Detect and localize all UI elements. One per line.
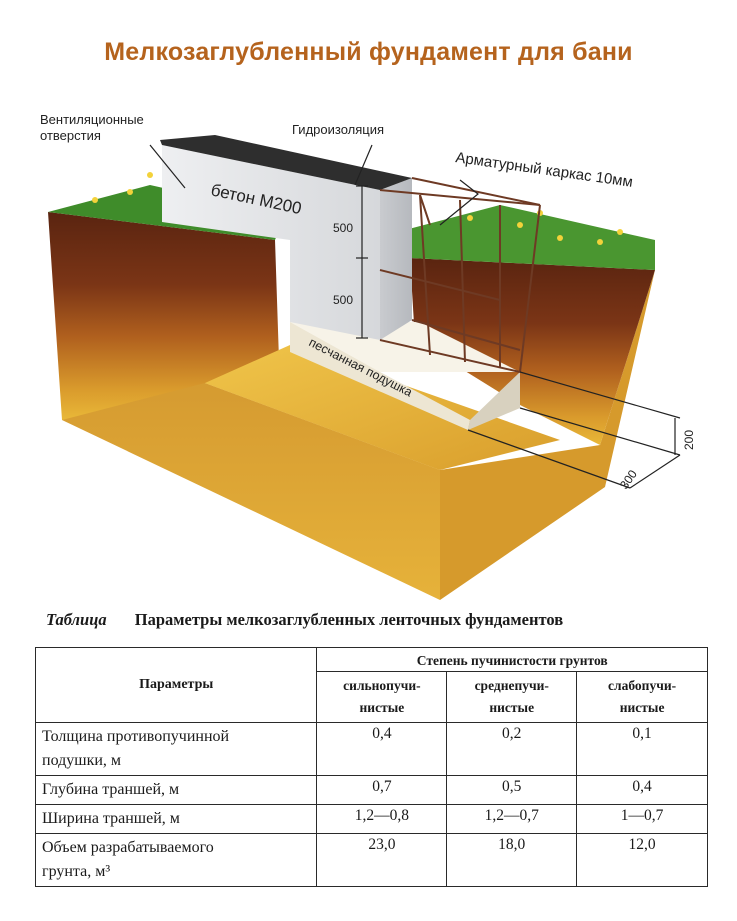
page-title: Мелкозаглубленный фундамент для бани	[104, 38, 633, 66]
rebar-label: Арматурный каркас 10мм	[454, 149, 633, 191]
table-caption-label: Таблица	[46, 610, 107, 629]
soil-wall-right	[410, 258, 655, 445]
concrete-side	[380, 178, 412, 340]
rebar-cage	[379, 177, 541, 373]
cell-value: 0,1	[576, 722, 708, 776]
table-row: Глубина траншей, м 0,7 0,5 0,4	[34, 775, 708, 805]
table-header-row: Параметры Степень пучинистости грунтов	[34, 647, 708, 723]
cell-value: 0,2	[446, 722, 578, 776]
dim-lower-label: 500	[333, 293, 353, 307]
cell-value: 1—0,7	[576, 804, 708, 834]
dim-width-label: 300	[617, 467, 640, 492]
foundation-diagram: Вентиляционные отверстия Гидроизоляция А…	[40, 112, 696, 600]
cell-value: 23,0	[316, 833, 448, 887]
dim-height-label: 200	[682, 430, 696, 450]
leader-lines	[149, 144, 479, 226]
cell-value: 18,0	[446, 833, 578, 887]
column-header: среднепучи-нистые	[446, 671, 578, 723]
table-caption: Таблица Параметры мелкозаглубленных лент…	[46, 610, 706, 630]
cell-value: 0,5	[446, 775, 578, 805]
dim-upper-label: 500	[333, 221, 353, 235]
waterproofing-label: Гидроизоляция	[292, 122, 384, 137]
column-header: слабопучи-нистые	[576, 671, 708, 723]
sand-cushion-side	[468, 372, 520, 430]
param-header: Параметры	[34, 647, 318, 723]
ground-block-front-left	[62, 228, 440, 600]
vents-label-line2: отверстия	[40, 128, 101, 143]
cell-value: 0,4	[316, 722, 448, 776]
group-header: Степень пучинистости грунтов	[316, 647, 708, 672]
vents-label-line1: Вентиляционные	[40, 112, 144, 127]
cell-value: 0,7	[316, 775, 448, 805]
table-row: Ширина траншей, м 1,2—0,8 1,2—0,7 1—0,7	[34, 804, 708, 834]
cell-value: 12,0	[576, 833, 708, 887]
grass-right	[405, 205, 655, 270]
waterproofing-layer	[160, 135, 412, 190]
row-param: Ширина траншей, м	[34, 804, 318, 834]
ground-block-front-right	[440, 270, 655, 600]
dimension-lines	[356, 185, 681, 489]
cell-value: 1,2—0,8	[316, 804, 448, 834]
concrete-front	[162, 145, 380, 340]
cell-value: 0,4	[576, 775, 708, 805]
soil-wall-left	[48, 212, 280, 420]
parameters-table: Параметры Степень пучинистости грунтов с…	[34, 647, 708, 887]
row-param: Глубина траншей, м	[34, 775, 318, 805]
column-header: сильнопучи-нистые	[316, 671, 448, 723]
cell-value: 1,2—0,7	[446, 804, 578, 834]
table-subheader-row: сильнопучи-нистые среднепучи-нистые слаб…	[36, 671, 708, 723]
sand-cushion-front	[290, 322, 470, 430]
trench-floor-open	[205, 345, 560, 470]
table-caption-text: Параметры мелкозаглубленных ленточных фу…	[134, 610, 564, 629]
